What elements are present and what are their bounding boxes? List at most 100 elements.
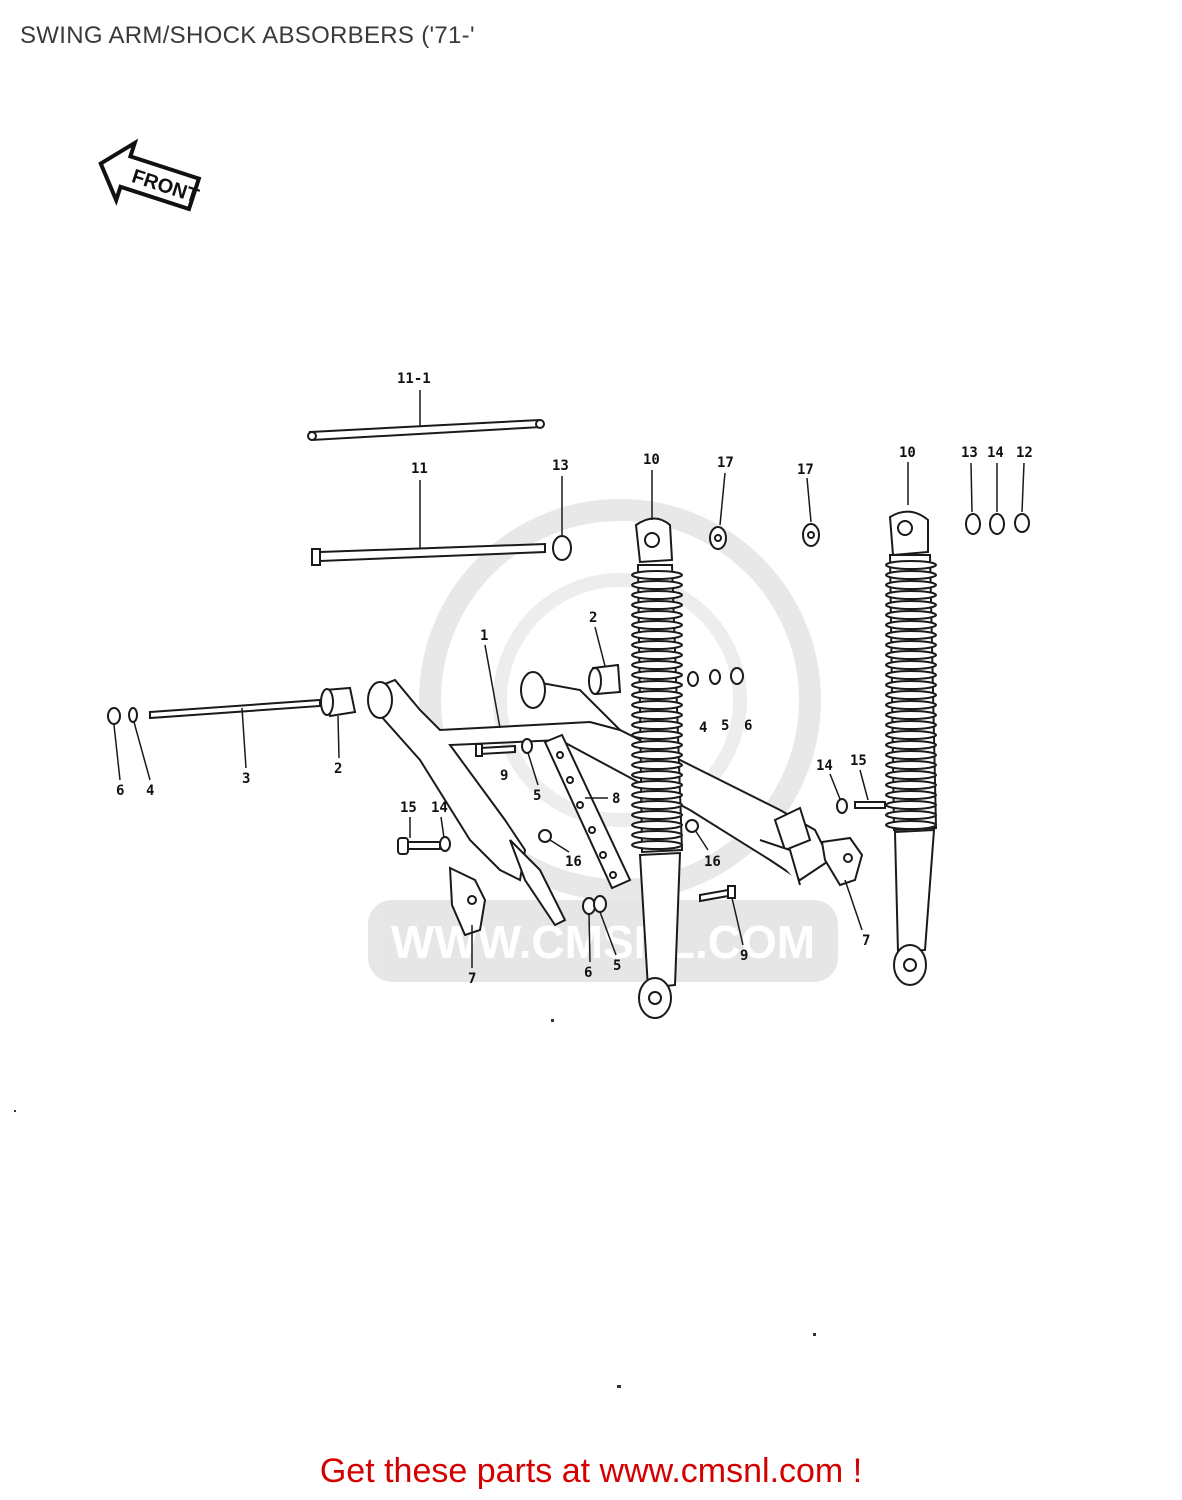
washer-17b xyxy=(802,523,820,547)
spring-coil xyxy=(631,830,683,840)
nut-16b xyxy=(685,819,699,833)
spring-coil xyxy=(885,660,937,670)
callout-5: 5 xyxy=(613,958,621,974)
spring-coil xyxy=(885,770,937,780)
callout-10: 10 xyxy=(643,452,660,468)
callout-13: 13 xyxy=(552,458,569,474)
spring-coil xyxy=(885,670,937,680)
callout-1: 1 xyxy=(480,628,488,644)
spring-coil xyxy=(631,620,683,630)
spring-coil xyxy=(631,660,683,670)
callout-2: 2 xyxy=(334,761,342,777)
spring-coil xyxy=(885,600,937,610)
washer-4a xyxy=(128,707,138,723)
washer-14c xyxy=(836,798,848,814)
callout-14: 14 xyxy=(431,800,448,816)
spring-coil xyxy=(631,730,683,740)
callout-5: 5 xyxy=(533,788,541,804)
bolt-15a xyxy=(397,837,441,855)
spring-coil xyxy=(885,680,937,690)
nut-6a xyxy=(107,707,121,725)
spring-coil xyxy=(885,580,937,590)
spring-coil xyxy=(631,780,683,790)
spring-coil xyxy=(885,690,937,700)
spring-coil xyxy=(885,590,937,600)
spring-coil xyxy=(885,570,937,580)
spring-coil xyxy=(631,580,683,590)
bushing-2b xyxy=(588,663,622,696)
callout-15: 15 xyxy=(850,753,867,769)
bolt-15b xyxy=(854,801,886,809)
callout-2: 2 xyxy=(589,610,597,626)
spring-coil xyxy=(631,720,683,730)
part-11-bolt xyxy=(311,542,546,566)
nut-16a xyxy=(538,829,552,843)
part-11-1-rod xyxy=(307,418,545,442)
spring-coil xyxy=(885,640,937,650)
spring-coil xyxy=(631,690,683,700)
spring-coil xyxy=(885,610,937,620)
callout-10: 10 xyxy=(899,445,916,461)
nut-6c xyxy=(730,667,744,685)
nut-5c xyxy=(593,895,607,913)
bushing-2a xyxy=(320,686,357,718)
callout-9: 9 xyxy=(740,948,748,964)
spring-coil xyxy=(885,630,937,640)
spring-coil xyxy=(631,840,683,850)
bolt-9a xyxy=(475,743,516,757)
leader-lines xyxy=(113,390,1025,968)
spring-coil xyxy=(885,750,937,760)
part-10b-shock-absorber xyxy=(885,510,938,986)
spring-coil xyxy=(631,590,683,600)
callout-12: 12 xyxy=(1016,445,1033,461)
spring-coil xyxy=(631,700,683,710)
spring-coil xyxy=(631,740,683,750)
spring-coil xyxy=(885,650,937,660)
spring-coil xyxy=(631,760,683,770)
callout-17: 17 xyxy=(717,455,734,471)
spring-coil xyxy=(885,760,937,770)
part-10a-shock-absorber xyxy=(631,517,684,1019)
callout-4: 4 xyxy=(146,783,154,799)
part-1-swing-arm xyxy=(367,671,832,927)
footer-promo-text: Get these parts at www.cmsnl.com ! xyxy=(319,1452,863,1490)
callout-5: 5 xyxy=(721,718,729,734)
callout-6: 6 xyxy=(116,783,124,799)
callout-15: 15 xyxy=(400,800,417,816)
callout-9: 9 xyxy=(500,768,508,784)
watermark-text: WWW.CMSNL.COM xyxy=(391,916,815,968)
callout-6: 6 xyxy=(744,718,752,734)
front-arrow-icon: FRONT xyxy=(98,138,202,212)
spring-coil xyxy=(885,720,937,730)
spring-coil xyxy=(631,610,683,620)
spring-coil xyxy=(631,810,683,820)
callout-6: 6 xyxy=(584,965,592,981)
callout-11: 11 xyxy=(411,461,428,477)
callout-16: 16 xyxy=(565,854,582,870)
washer-13a xyxy=(552,535,572,561)
spring-coil xyxy=(885,710,937,720)
spring-coil xyxy=(631,800,683,810)
spring-coil xyxy=(631,680,683,690)
callout-11-1: 11-1 xyxy=(397,371,431,387)
cmsnl-watermark: WWW.CMSNL.COM xyxy=(368,499,838,982)
nut-5a xyxy=(521,738,533,754)
part-7a-guard xyxy=(448,866,487,937)
callout-16: 16 xyxy=(704,854,721,870)
page-title: SWING ARM/SHOCK ABSORBERS ('71-' xyxy=(20,22,475,49)
callout-17: 17 xyxy=(797,462,814,478)
spring-coil xyxy=(631,750,683,760)
spring-coil xyxy=(885,620,937,630)
spring-coil xyxy=(631,710,683,720)
washer-13b xyxy=(965,513,981,535)
spring-coil xyxy=(885,700,937,710)
part-3-shaft xyxy=(149,698,321,720)
nut-12 xyxy=(1014,513,1030,533)
spring-coil xyxy=(631,650,683,660)
spring-coil xyxy=(885,810,937,820)
nut-5b xyxy=(709,669,721,685)
part-8-plate xyxy=(543,733,632,890)
washer-4b xyxy=(687,671,699,687)
washer-14a xyxy=(989,513,1005,535)
spring-coil xyxy=(885,820,937,830)
